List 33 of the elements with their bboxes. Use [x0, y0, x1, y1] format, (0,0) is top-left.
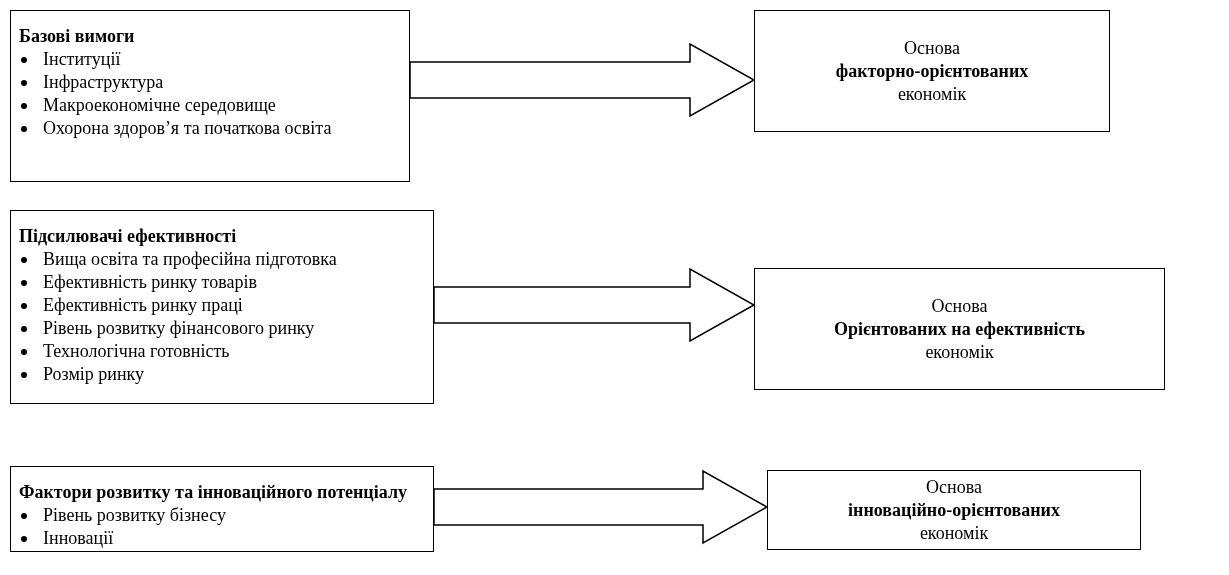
- box-text: економік: [925, 340, 994, 364]
- bullet-item: Вища освіта та професійна підготовка: [43, 248, 337, 271]
- list-box: [10, 10, 410, 182]
- economy-type: Орієнтованих на ефективність: [834, 317, 1085, 341]
- bullet-item: Технологічна готовність: [43, 340, 230, 363]
- box-text: економік: [897, 82, 967, 106]
- result-box: [767, 470, 1141, 550]
- box-text: Основа: [926, 475, 982, 499]
- bullet-item: Інституції: [43, 48, 121, 71]
- bullet-item: Ефективність ринку праці: [43, 294, 243, 317]
- economy-type: факторно-орієнтованих: [835, 59, 1029, 83]
- bullet-item: Рівень розвитку фінансового ринку: [43, 317, 315, 340]
- bullet-item: Інновації: [43, 527, 114, 550]
- bullet-item: Ефективність ринку товарів: [43, 271, 257, 294]
- box-heading: Базові вимоги: [19, 25, 136, 48]
- box-heading: Фактори розвитку та інноваційного потенціалу: [19, 481, 408, 504]
- bullet-item: Рівень розвитку бізнесу: [43, 504, 226, 527]
- bullet-item: Охорона здоров’я та початкова освіта: [43, 117, 332, 140]
- box-text: економік: [919, 521, 989, 545]
- economy-type: інноваційно-орієнтованих: [848, 498, 1060, 522]
- box-text: Основа: [931, 294, 988, 318]
- box-heading: Підсилювачі ефективності: [19, 225, 238, 248]
- result-box: [754, 10, 1110, 132]
- block-arrow: [433, 267, 756, 343]
- block-arrow: [433, 469, 769, 545]
- bullet-item: Макроекономічне середовище: [43, 94, 276, 117]
- list-box: [10, 210, 434, 404]
- block-arrow: [409, 42, 756, 118]
- list-box: [10, 466, 434, 552]
- bullet-item: Інфраструктура: [43, 71, 164, 94]
- box-text: Основа: [904, 36, 960, 60]
- result-box: [754, 268, 1165, 390]
- bullet-item: Розмір ринку: [43, 363, 145, 386]
